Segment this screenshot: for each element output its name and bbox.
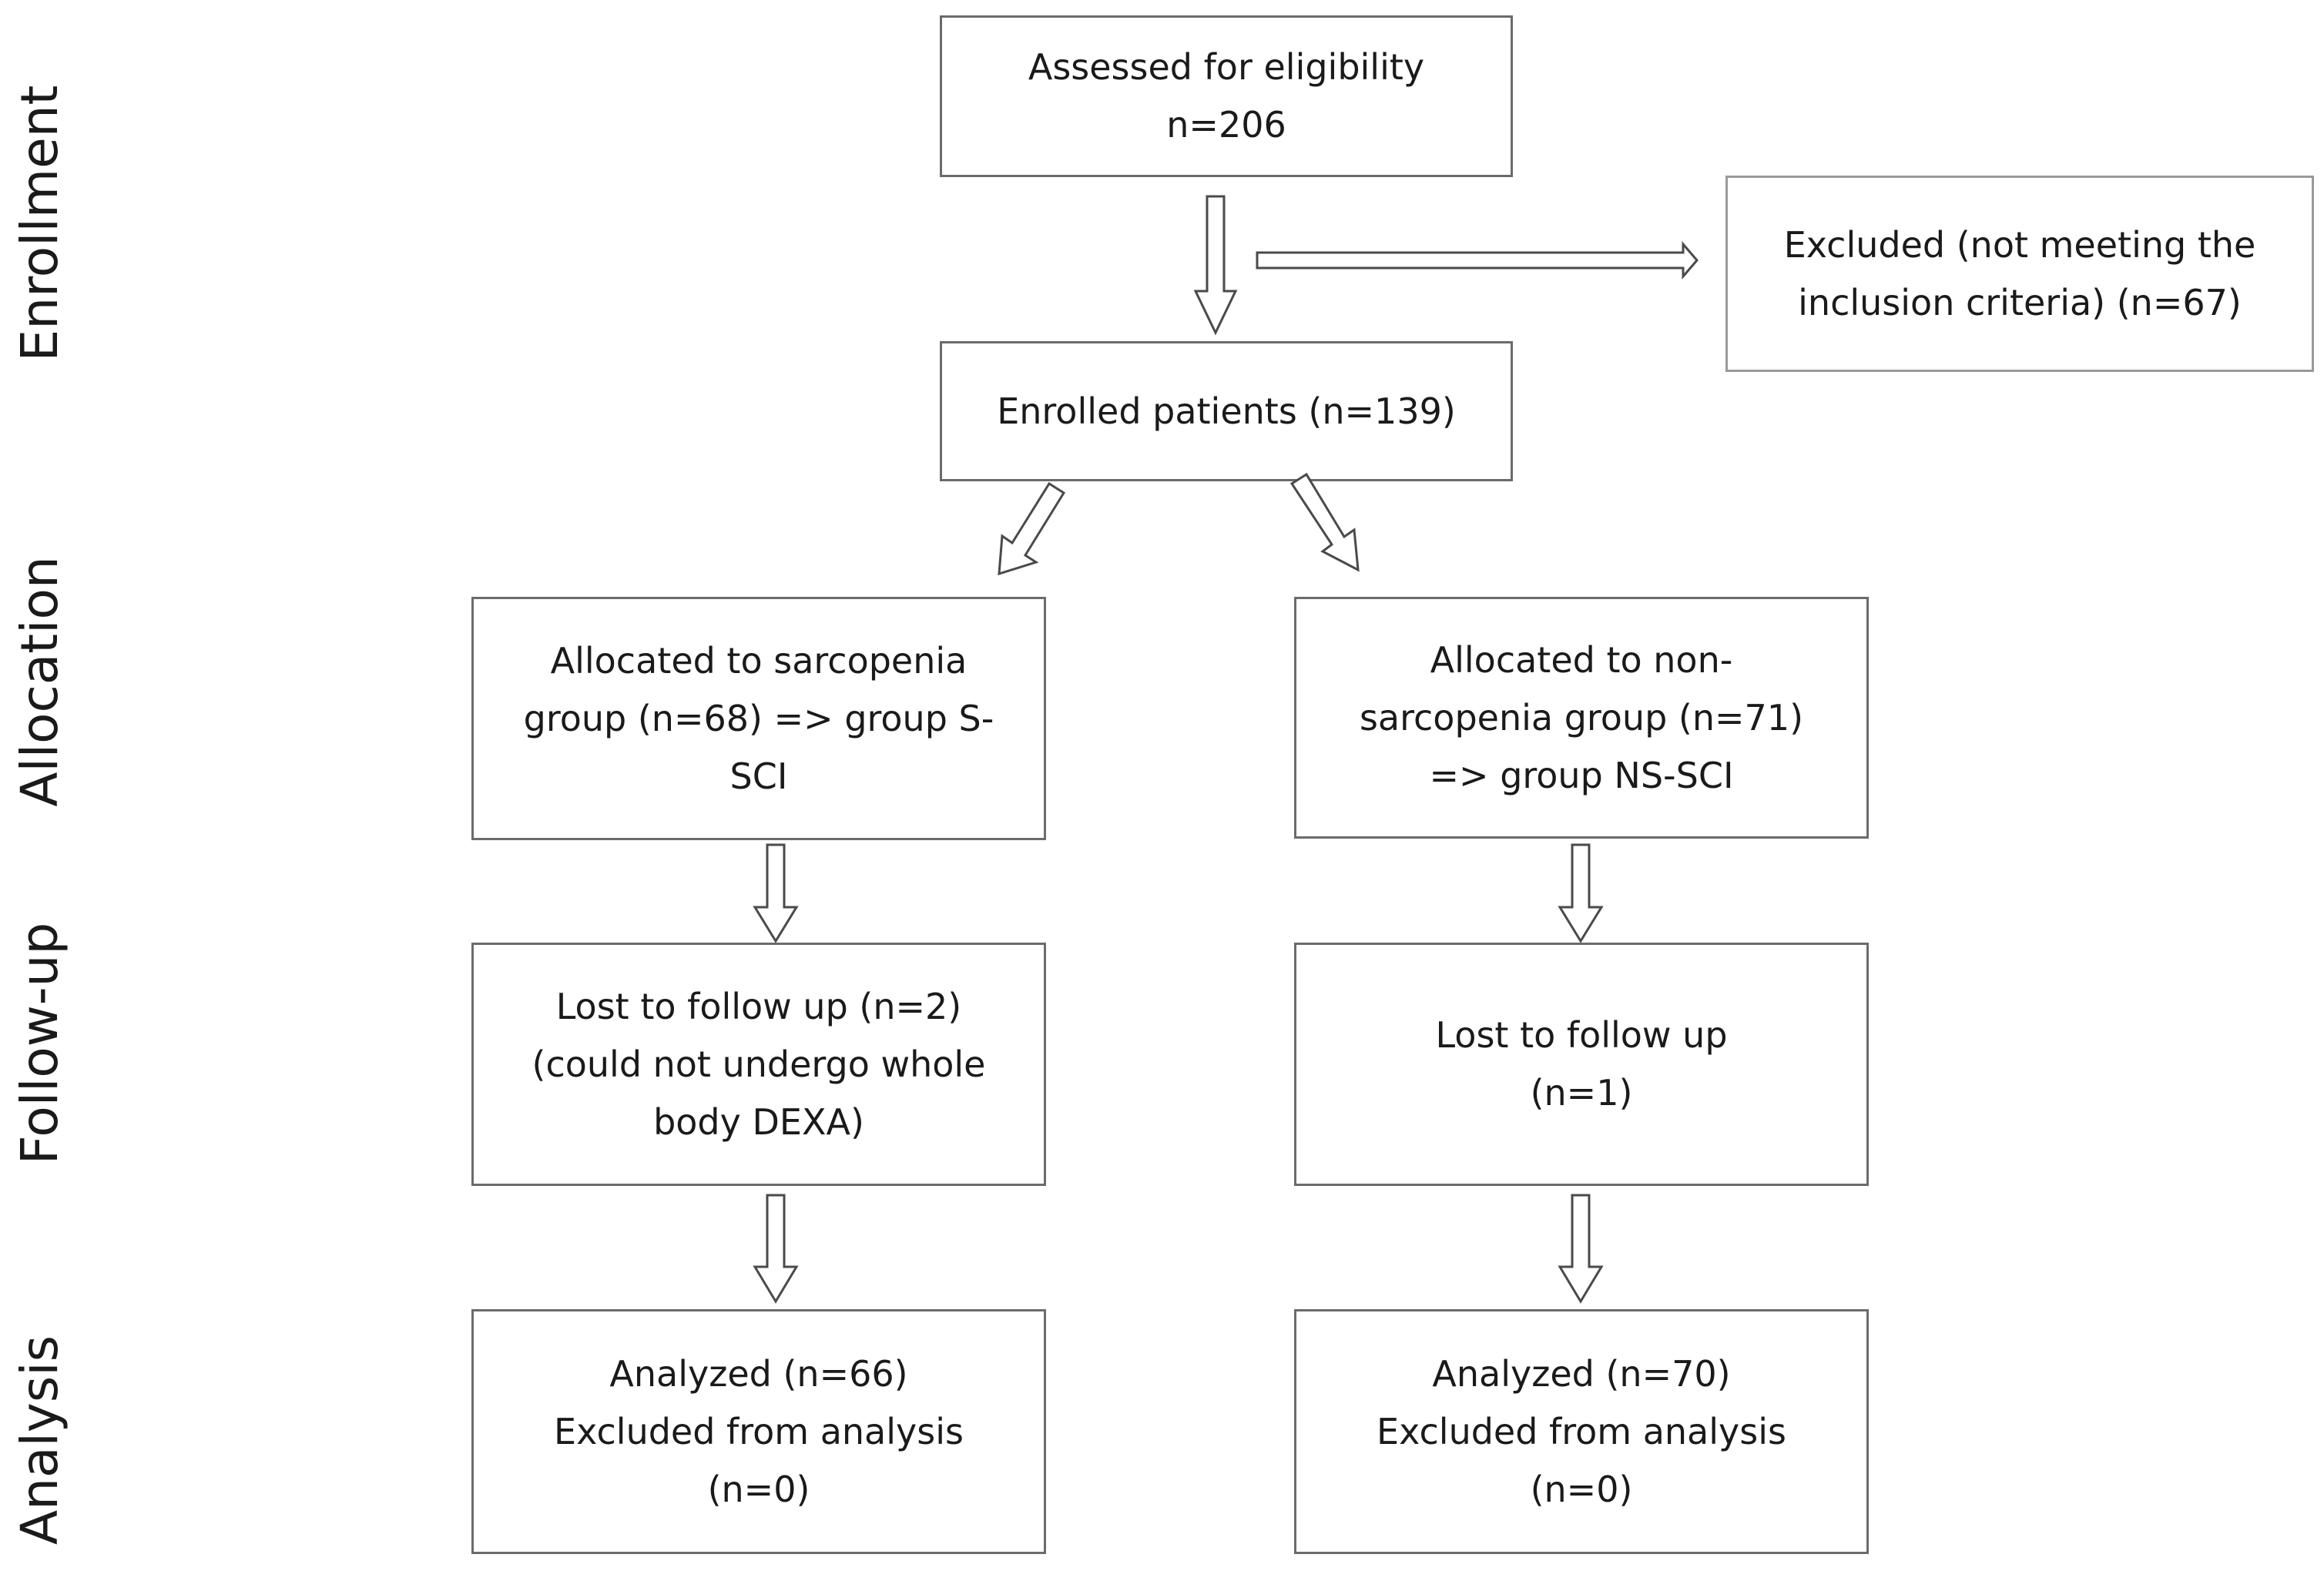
box-line: inclusion criteria) (n=67) xyxy=(1798,281,2242,323)
arrow-down-right-icon xyxy=(1289,472,1360,572)
arrow-down-icon xyxy=(1558,1194,1604,1304)
stage-label-follow-up: Follow-up xyxy=(10,922,69,1165)
box-line: n=206 xyxy=(1166,104,1286,146)
box-line: Lost to follow up (n=2) xyxy=(555,985,962,1027)
box-line: Enrolled patients (n=139) xyxy=(997,390,1456,432)
box-line: (could not undergo whole xyxy=(532,1043,986,1085)
box-line: group (n=68) => group S- xyxy=(523,697,994,739)
stage-label-analysis: Analysis xyxy=(10,1335,69,1545)
arrow-down-icon xyxy=(753,843,799,943)
box-analyzed-sarcopenia: Analyzed (n=66) Excluded from analysis (… xyxy=(471,1309,1046,1554)
box-line: Lost to follow up xyxy=(1435,1014,1728,1056)
arrow-down-icon xyxy=(1193,195,1238,336)
box-lost-to-follow-up-sarcopenia: Lost to follow up (n=2) (could not under… xyxy=(471,943,1046,1186)
box-line: (n=1) xyxy=(1530,1072,1633,1114)
box-line: (n=0) xyxy=(707,1468,810,1510)
arrow-down-icon xyxy=(753,1194,799,1304)
box-line: Excluded from analysis xyxy=(554,1410,964,1452)
box-line: Allocated to non- xyxy=(1430,638,1733,681)
box-excluded: Excluded (not meeting the inclusion crit… xyxy=(1725,176,2314,372)
arrow-down-left-icon xyxy=(998,481,1066,576)
box-line: SCI xyxy=(729,755,788,797)
box-line: Analyzed (n=66) xyxy=(609,1352,908,1395)
box-line: Assessed for eligibility xyxy=(1028,46,1425,88)
box-assessed-for-eligibility: Assessed for eligibility n=206 xyxy=(940,15,1513,177)
box-line: sarcopenia group (n=71) xyxy=(1359,696,1804,739)
arrow-down-icon xyxy=(1558,843,1604,943)
arrow-right-icon xyxy=(1256,240,1699,280)
box-allocated-sarcopenia: Allocated to sarcopenia group (n=68) => … xyxy=(471,597,1046,840)
box-line: Allocated to sarcopenia xyxy=(550,639,967,682)
box-line: body DEXA) xyxy=(653,1100,864,1143)
box-enrolled-patients: Enrolled patients (n=139) xyxy=(940,341,1513,481)
box-allocated-non-sarcopenia: Allocated to non- sarcopenia group (n=71… xyxy=(1294,597,1869,839)
box-line: Excluded (not meeting the xyxy=(1783,223,2256,266)
box-lost-to-follow-up-non-sarcopenia: Lost to follow up (n=1) xyxy=(1294,943,1869,1186)
stage-label-enrollment: Enrollment xyxy=(10,85,69,362)
box-line: (n=0) xyxy=(1530,1468,1633,1510)
box-line: => group NS-SCI xyxy=(1429,754,1734,796)
stage-label-allocation: Allocation xyxy=(10,556,69,807)
box-analyzed-non-sarcopenia: Analyzed (n=70) Excluded from analysis (… xyxy=(1294,1309,1869,1554)
box-line: Analyzed (n=70) xyxy=(1432,1352,1731,1395)
box-line: Excluded from analysis xyxy=(1377,1410,1786,1452)
